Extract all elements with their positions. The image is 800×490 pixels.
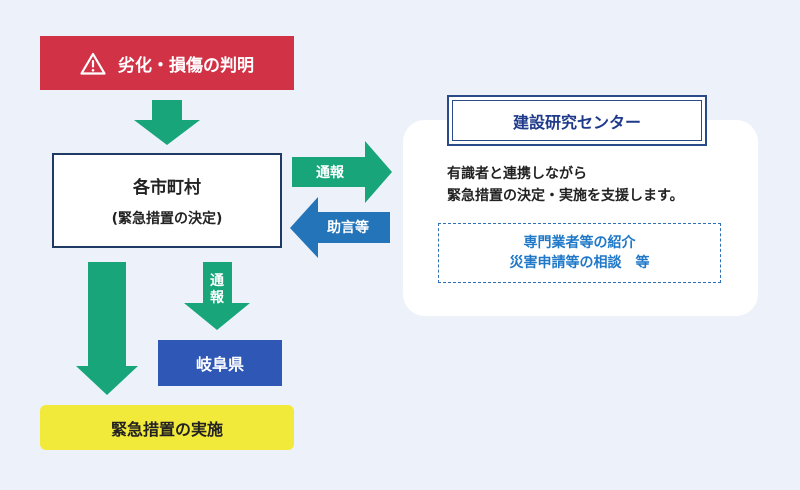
implement-measures-box: 緊急措置の実施 xyxy=(40,405,294,450)
report-to-prefecture-char-2: 報 xyxy=(210,290,224,306)
research-center-title: 建設研究センター xyxy=(452,100,702,141)
municipality-title: 各市町村 xyxy=(133,178,201,198)
report-to-prefecture-label: 通 報 xyxy=(205,268,229,312)
prefecture-box: 岐阜県 xyxy=(158,340,282,386)
research-center-title-box: 建設研究センター xyxy=(447,95,707,146)
report-to-center-label: 通報 xyxy=(316,165,344,181)
consultation-box: 専門業者等の紹介 災害申請等の相談 等 xyxy=(438,223,721,283)
consultation-line-2: 災害申請等の相談 等 xyxy=(509,255,650,271)
research-center-panel xyxy=(403,120,758,316)
arrow-detect-to-city xyxy=(134,100,200,145)
implement-measures-label: 緊急措置の実施 xyxy=(110,419,223,439)
arrow-city-to-pref xyxy=(184,262,250,330)
description-line-2: 緊急措置の決定・実施を支援します。 xyxy=(447,188,684,204)
advice-to-city-label: 助言等 xyxy=(327,220,369,236)
arrow-city-to-center xyxy=(292,141,392,203)
warning-icon xyxy=(80,52,106,75)
municipality-box: 各市町村 (緊急措置の決定) xyxy=(52,153,282,248)
damage-detected-label: 劣化・損傷の判明 xyxy=(118,55,254,76)
arrow-center-to-city xyxy=(290,197,390,258)
consultation-line-1: 専門業者等の紹介 xyxy=(523,235,636,251)
prefecture-label: 岐阜県 xyxy=(195,355,244,374)
description-line-1: 有識者と連携しながら xyxy=(447,166,587,182)
damage-detected-box: 劣化・損傷の判明 xyxy=(40,36,294,90)
report-to-prefecture-char-1: 通 xyxy=(210,273,224,289)
arrow-city-to-implement xyxy=(76,262,138,395)
research-center-description: 有識者と連携しながら 緊急措置の決定・実施を支援します。 xyxy=(447,163,747,207)
municipality-subtitle: (緊急措置の決定) xyxy=(111,211,223,227)
